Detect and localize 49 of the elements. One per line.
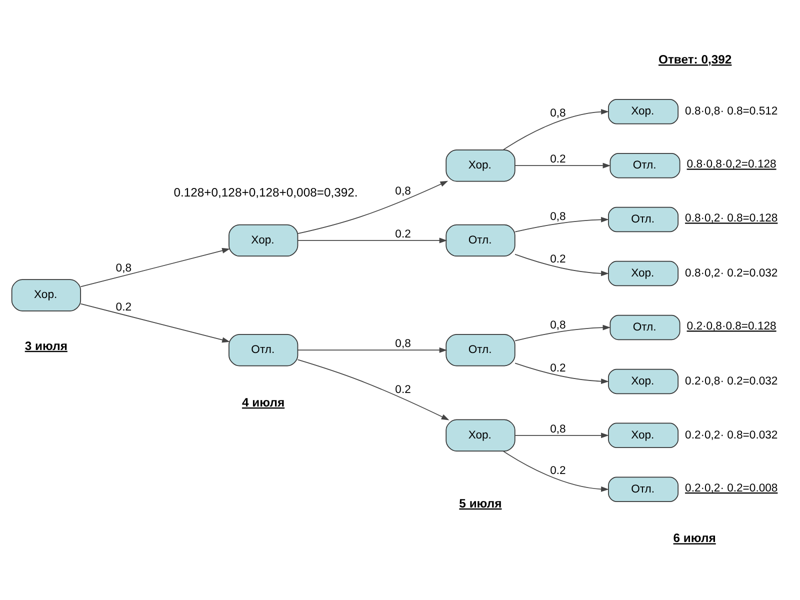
edge-label: 0,8 bbox=[395, 337, 411, 350]
arrow bbox=[297, 346, 448, 352]
arrow bbox=[514, 253, 609, 276]
edge-label: 0.2 bbox=[550, 253, 566, 266]
edge-label: 0,8 bbox=[550, 106, 566, 119]
edge-label: 0,8 bbox=[550, 422, 566, 435]
arrow bbox=[297, 358, 450, 420]
node-box: Хор. bbox=[11, 278, 81, 311]
label: Ответ: 0,392 bbox=[658, 52, 732, 66]
edge-label: 0,8 bbox=[116, 262, 132, 274]
arrow bbox=[502, 108, 609, 150]
edge-label: 0.2 bbox=[550, 152, 566, 165]
arrow bbox=[80, 302, 230, 342]
node-box: Хор. bbox=[446, 149, 516, 182]
node-box: Хор. bbox=[228, 224, 298, 256]
edge-label: 0.2 bbox=[550, 362, 566, 374]
edge-label: 0.2 bbox=[116, 300, 132, 313]
label: 5 июля bbox=[459, 496, 502, 510]
arrow bbox=[502, 450, 609, 492]
arrow bbox=[514, 162, 611, 168]
edge-label: 0.2 bbox=[550, 464, 566, 477]
node-label: 0.8·0,8· 0.8=0.512 bbox=[685, 105, 778, 118]
node-label: 0.8·0,8·0,2=0.128 bbox=[686, 158, 776, 170]
node-label: 0.2·0,2· 0.2=0.008 bbox=[685, 482, 778, 494]
node-label: 0.2·0,2· 0.8=0.032 bbox=[685, 428, 778, 441]
label: 3 июля bbox=[24, 338, 68, 352]
node-label: 0.8·0,2· 0.2=0.032 bbox=[685, 266, 778, 279]
edge-label: 0,8 bbox=[395, 185, 411, 198]
node-box: Отл. bbox=[446, 224, 516, 256]
node-box: Отл. bbox=[228, 334, 298, 366]
node-box: Отл. bbox=[446, 334, 516, 366]
arrow bbox=[514, 362, 609, 384]
arrow bbox=[514, 216, 609, 232]
arrow bbox=[514, 324, 611, 341]
edge-label: 0,8 bbox=[550, 210, 566, 222]
node-label: 0.2·0,8·0.8=0.128 bbox=[686, 320, 776, 332]
edge-label: 0.2 bbox=[395, 384, 411, 396]
arrow bbox=[297, 237, 448, 243]
arrow bbox=[297, 180, 448, 234]
edge-label: 0,8 bbox=[550, 319, 566, 332]
arrow bbox=[80, 248, 230, 287]
node-box: Хор. bbox=[446, 418, 516, 451]
edge-label: 0.2 bbox=[395, 228, 411, 240]
label: 6 июля bbox=[673, 530, 716, 545]
arrow bbox=[514, 432, 609, 438]
node-label: 0.8·0,2· 0.8=0.128 bbox=[685, 212, 778, 224]
label: 4 июля bbox=[242, 394, 285, 409]
label: 0.128+0,128+0,128+0,008=0,392. bbox=[174, 185, 358, 200]
node-label: 0.2·0,8· 0.2=0.032 bbox=[685, 374, 778, 387]
